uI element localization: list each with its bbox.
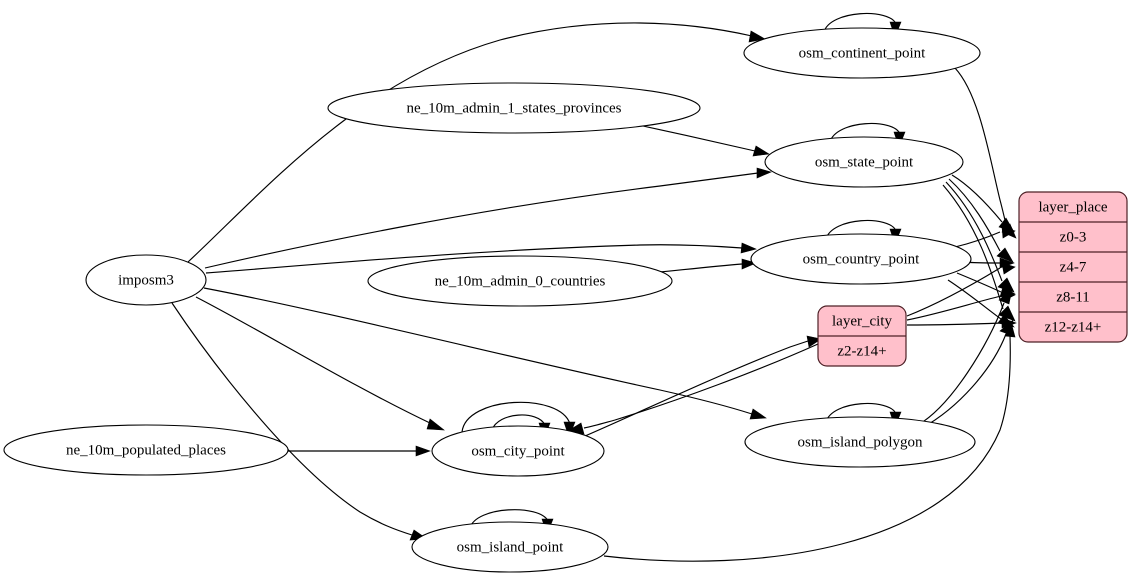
arrowhead xyxy=(740,242,757,254)
arrowhead xyxy=(426,418,445,431)
node-label: osm_country_point xyxy=(803,251,920,267)
edge-self-loop-osm-continent-point xyxy=(823,12,897,33)
node-label: ne_10m_populated_places xyxy=(66,442,226,458)
node-ne-10m-populated-places[interactable]: ne_10m_populated_places xyxy=(3,424,289,476)
arrowhead xyxy=(749,408,767,420)
edge-osm-state-point-to-z0-3 xyxy=(951,174,1003,223)
arrowhead xyxy=(1001,262,1016,275)
edge-osm-country-point-to-z12-z14 xyxy=(947,279,1002,320)
node-label: osm_state_point xyxy=(815,154,914,170)
edge-layer-city-to-z8-11 xyxy=(906,295,1002,321)
node-shape-ellipse[interactable] xyxy=(750,233,972,285)
node-shape-ellipse[interactable] xyxy=(764,136,964,188)
edge-ne-states-to-osm-state-point xyxy=(642,125,756,152)
edge-osm-state-point-to-z12-z14 xyxy=(942,184,1004,310)
node-imposm3[interactable]: imposm3 xyxy=(85,254,207,306)
node-ne-10m-admin-0-countries[interactable]: ne_10m_admin_0_countries xyxy=(367,255,673,307)
arrowhead xyxy=(415,445,431,457)
node-label: osm_island_polygon xyxy=(797,434,923,450)
edge-self-loop-osm-country-point xyxy=(825,219,897,240)
node-osm-island-point[interactable]: osm_island_point xyxy=(411,521,609,573)
node-osm-country-point[interactable]: osm_country_point xyxy=(750,233,972,285)
node-label: ne_10m_admin_0_countries xyxy=(435,273,606,289)
record-row-z0-3[interactable]: z0-3 xyxy=(1060,229,1087,245)
record-row-z12-z14[interactable]: z12-z14+ xyxy=(1045,319,1102,335)
node-osm-continent-point[interactable]: osm_continent_point xyxy=(743,27,981,79)
edge-osm-state-point-to-z8-11 xyxy=(945,181,1003,282)
edge-osm-city-point-to-layer-city xyxy=(584,340,809,437)
node-osm-state-point[interactable]: osm_state_point xyxy=(764,136,964,188)
node-label: imposm3 xyxy=(118,272,174,288)
edge-osm-country-point-to-z8-11 xyxy=(956,272,1002,293)
edge-osm-island-polygon-to-z12-z14 xyxy=(921,333,1007,429)
node-layer: imposm3 ne_10m_admin_1_states_provinces … xyxy=(3,27,981,573)
edge-imposm3-to-osm-island-point xyxy=(171,302,413,536)
node-shape-ellipse[interactable] xyxy=(743,27,981,79)
edge-ne-countries-to-osm-country-point xyxy=(659,263,743,273)
edge-self-loop-osm-city-point-inner xyxy=(491,414,546,431)
node-label: osm_continent_point xyxy=(799,45,926,61)
arrowhead xyxy=(998,305,1016,322)
node-shape-ellipse[interactable] xyxy=(367,255,673,307)
edge-self-loop-osm-island-polygon xyxy=(825,402,897,423)
record-row-z4-7[interactable]: z4-7 xyxy=(1060,259,1087,275)
node-shape-ellipse[interactable] xyxy=(431,425,605,477)
arrowhead xyxy=(1001,226,1016,239)
edge-imposm3-to-osm-island-polygon xyxy=(203,287,753,415)
edge-imposm3-to-osm-state-point xyxy=(204,172,759,269)
arrowhead xyxy=(996,247,1014,263)
edge-imposm3-to-osm-country-point xyxy=(205,244,743,274)
edge-osm-island-polygon-to-z8-11 xyxy=(917,302,1005,426)
record-shape[interactable] xyxy=(1018,191,1128,343)
record-node-layer-city[interactable]: layer_city z2-z14+ xyxy=(817,305,907,367)
edge-osm-continent-point-to-z0-3 xyxy=(954,67,1008,229)
edge-imposm3-to-osm-continent-point xyxy=(187,22,753,263)
node-osm-island-polygon[interactable]: osm_island_polygon xyxy=(744,416,976,468)
node-label: osm_island_point xyxy=(457,539,565,555)
node-shape-ellipse[interactable] xyxy=(327,82,701,134)
arrowhead xyxy=(752,145,770,157)
arrowhead xyxy=(1004,321,1016,338)
edge-imposm3-to-osm-city-point xyxy=(195,296,433,425)
node-ne-10m-admin-1-states-provinces[interactable]: ne_10m_admin_1_states_provinces xyxy=(327,82,701,134)
node-label: osm_city_point xyxy=(471,443,565,459)
edge-osm-country-point-to-z0-3 xyxy=(954,231,1001,248)
edge-self-loop-osm-state-point xyxy=(829,122,901,143)
edge-osm-state-point-to-z4-7 xyxy=(948,178,1001,252)
record-row-z2-z14[interactable]: z2-z14+ xyxy=(837,343,886,359)
arrowhead xyxy=(748,30,766,43)
edge-layer-city-to-z12-z14 xyxy=(906,322,1003,326)
edge-self-loop-osm-island-point xyxy=(469,509,549,529)
record-node-layer-place[interactable]: layer_place z0-3 z4-7 z8-11 z12-z14+ xyxy=(1018,191,1128,343)
record-row-title: layer_city xyxy=(832,313,892,329)
record-row-title: layer_place xyxy=(1038,199,1107,215)
node-osm-city-point[interactable]: osm_city_point xyxy=(431,425,605,477)
node-shape-ellipse[interactable] xyxy=(411,521,609,573)
arrowhead xyxy=(998,288,1013,305)
node-label: ne_10m_admin_1_states_provinces xyxy=(407,100,622,116)
node-shape-ellipse[interactable] xyxy=(744,416,976,468)
node-shape-ellipse[interactable] xyxy=(3,424,289,476)
edge-osm-island-point-to-z12-z14 xyxy=(603,335,1011,562)
arrowhead xyxy=(756,167,772,179)
edge-layer-city-to-osm-city-point xyxy=(583,343,819,429)
record-row-z8-11[interactable]: z8-11 xyxy=(1056,289,1090,305)
node-shape-ellipse[interactable] xyxy=(85,254,207,306)
edge-layer-city-to-z4-7 xyxy=(906,267,1001,317)
arrowhead xyxy=(741,258,757,270)
edge-self-loop-osm-city-point-outer xyxy=(461,401,571,433)
